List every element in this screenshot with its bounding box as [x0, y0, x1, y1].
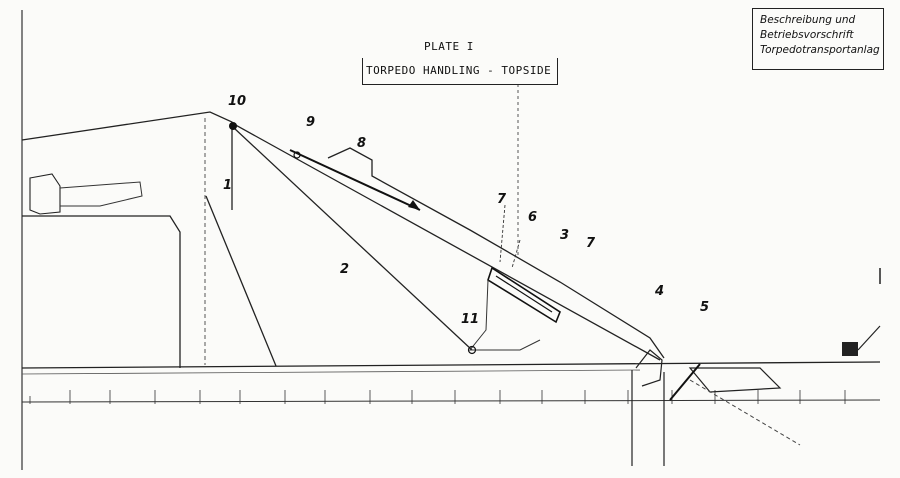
title-box — [362, 58, 558, 85]
plate-label: PLATE I — [424, 40, 474, 53]
callout-1: 1 — [223, 178, 233, 193]
arrow-head — [408, 200, 420, 210]
cable-2 — [233, 127, 473, 351]
document-stamp — [752, 8, 884, 70]
hatch-frame — [635, 349, 663, 387]
hatch-cover — [688, 367, 782, 393]
callout-2: 2 — [340, 262, 350, 277]
deck-line-lower — [21, 369, 641, 375]
deck-line — [21, 361, 881, 369]
lowering-line — [669, 363, 701, 401]
callout-10: 10 — [228, 94, 247, 109]
sheave-9 — [293, 151, 301, 159]
callout-8: 8 — [357, 136, 367, 151]
carriage-rail — [495, 275, 553, 313]
callout-6: 6 — [528, 210, 538, 225]
cable-1 — [205, 195, 277, 367]
torpedo-body — [289, 149, 421, 211]
mount-arm — [59, 181, 143, 207]
bow-edge — [857, 325, 881, 351]
callout-7b: 7 — [586, 236, 596, 251]
mount-housing — [29, 173, 61, 215]
stamp-line-3: Torpedotransportanlag — [760, 44, 880, 56]
callout-11: 11 — [461, 312, 480, 327]
stamp-line-1: Beschreibung und — [760, 14, 856, 26]
sheave-10 — [229, 122, 237, 130]
callout-3: 3 — [560, 228, 570, 243]
callout-9: 9 — [306, 115, 316, 130]
boom-structure — [327, 147, 665, 359]
loading-carriage — [487, 266, 561, 324]
superstructure-outline — [21, 111, 233, 210]
sheave-11 — [467, 345, 477, 355]
boom-upper-edge — [231, 122, 661, 361]
winch-block — [842, 342, 858, 356]
lowering-dashed — [689, 379, 801, 446]
pointer-6 — [511, 239, 521, 269]
pointer-7a — [499, 204, 506, 263]
deckhouse-outline — [22, 215, 181, 368]
frame-scale-line — [21, 399, 881, 403]
carriage-support — [468, 279, 541, 351]
callout-7a: 7 — [497, 192, 507, 207]
callout-5: 5 — [700, 300, 710, 315]
stamp-line-2: Betriebsvorschrift — [760, 29, 854, 41]
callout-4: 4 — [655, 284, 665, 299]
plate-title: TORPEDO HANDLING - TOPSIDE — [366, 64, 552, 77]
